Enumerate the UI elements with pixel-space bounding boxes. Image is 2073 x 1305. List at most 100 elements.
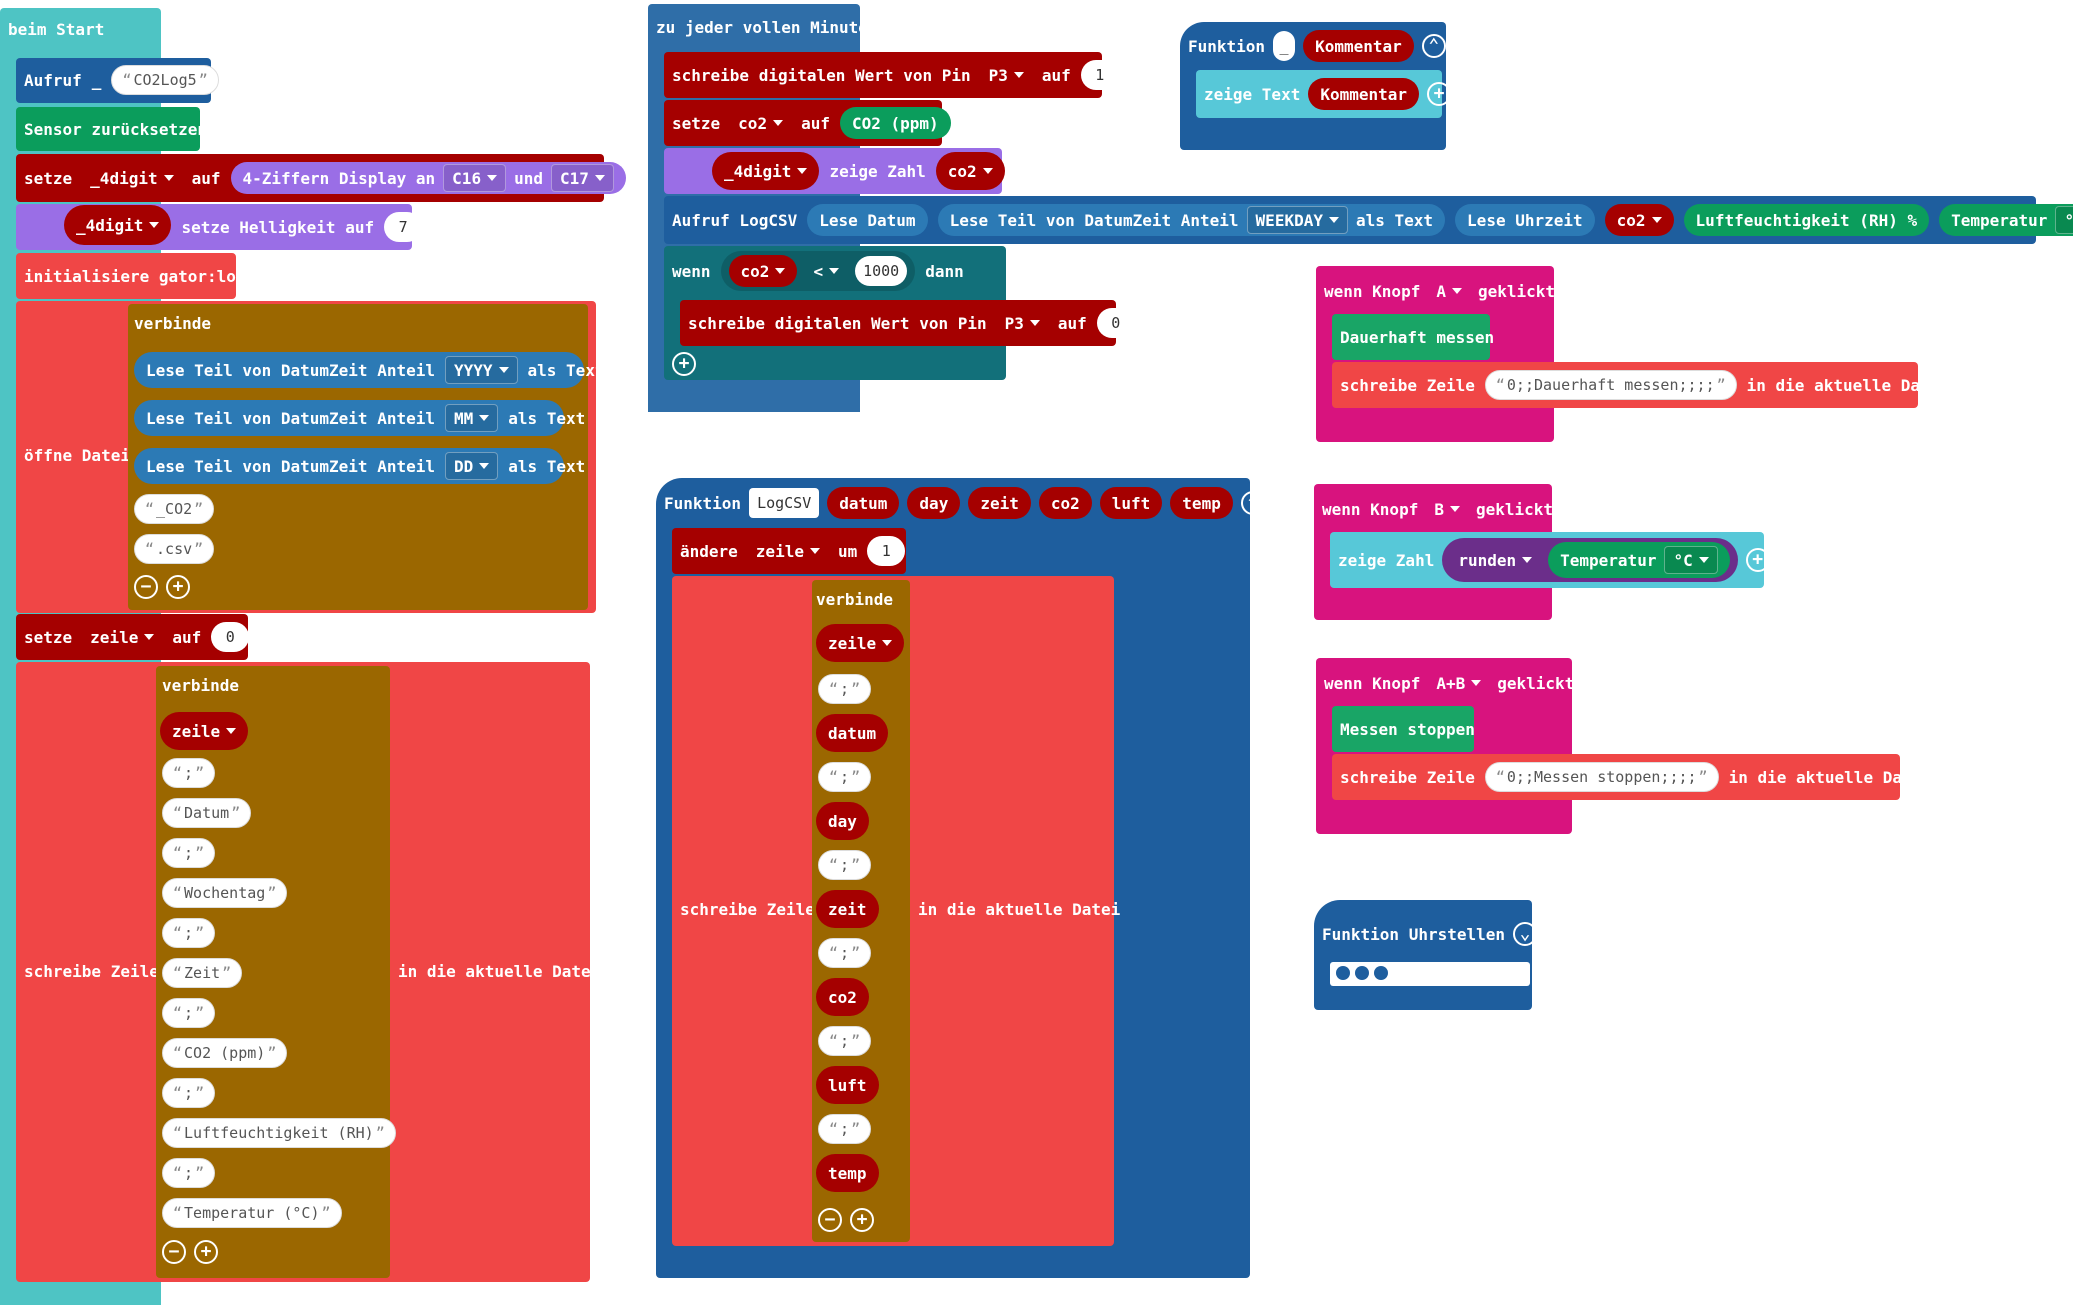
operator-dropdown[interactable]: < <box>805 257 847 285</box>
pin-dropdown[interactable]: P3 <box>981 61 1032 89</box>
show-number-var-dd[interactable]: _4digit <box>724 157 807 185</box>
pin1-dropdown[interactable]: C16 <box>443 164 507 192</box>
func-name-input[interactable]: _ <box>1273 31 1296 61</box>
string-item[interactable]: ; <box>818 1114 872 1144</box>
string-item[interactable]: ; <box>162 1158 216 1188</box>
call-value[interactable]: CO2Log5 <box>111 65 219 95</box>
collapse-down-icon[interactable]: ⌄ <box>1513 922 1538 946</box>
string-item[interactable]: ; <box>162 918 216 948</box>
humidity-reporter[interactable]: Luftfeuchtigkeit (RH) % <box>1683 204 1930 236</box>
string-item[interactable]: Temperatur (°C) <box>162 1198 342 1228</box>
datepart-weekday[interactable]: Lese Teil von DatumZeit Anteil WEEKDAY a… <box>937 204 1446 236</box>
reset-sensor-block[interactable] <box>16 107 200 151</box>
measure-block[interactable] <box>1332 314 1490 360</box>
co2-reporter[interactable]: co2 <box>1604 204 1674 236</box>
co2-var-dropdown[interactable]: co2 <box>730 109 791 137</box>
datepart-field-dropdown[interactable]: MM <box>444 404 499 432</box>
string-item[interactable]: ; <box>162 838 216 868</box>
compare-var[interactable]: co2 <box>728 255 798 287</box>
comparison-block[interactable]: co2 < 1000 <box>720 251 916 291</box>
read-time-reporter[interactable]: Lese Uhrzeit <box>1455 204 1595 236</box>
param-reporter[interactable]: temp <box>816 1154 879 1192</box>
change-var-dropdown[interactable]: zeile <box>748 537 828 565</box>
key-dropdown[interactable]: A+B <box>1428 669 1489 697</box>
minus-icon[interactable]: − <box>134 575 158 599</box>
pin-dropdown[interactable]: P3 <box>997 309 1048 337</box>
datepart-dd[interactable]: Lese Teil von DatumZeit Anteil DD als Te… <box>134 448 585 484</box>
string-item[interactable]: ; <box>818 674 872 704</box>
string-item[interactable]: Luftfeuchtigkeit (RH) <box>162 1118 396 1148</box>
func-param[interactable]: zeit <box>968 487 1031 519</box>
weekday-dropdown[interactable]: WEEKDAY <box>1246 206 1348 234</box>
write-value[interactable]: 0;;Dauerhaft messen;;;; <box>1484 370 1737 400</box>
minus-icon[interactable]: − <box>818 1208 842 1232</box>
minus-icon[interactable]: − <box>162 1240 186 1264</box>
row-var-reporter[interactable]: zeile <box>160 712 249 750</box>
pin-write-value[interactable]: 0 <box>1096 308 1135 338</box>
string-item[interactable]: ; <box>818 1026 872 1056</box>
func-clock-hat[interactable] <box>1314 900 1532 1010</box>
round-block[interactable]: runden Temperatur °C <box>1442 538 1738 582</box>
string-item[interactable]: CO2 (ppm) <box>162 1038 288 1068</box>
key-dropdown[interactable]: A <box>1428 277 1470 305</box>
show-text-value[interactable]: Kommentar <box>1308 78 1420 110</box>
plus-icon[interactable]: + <box>194 1240 218 1264</box>
show-number-var[interactable]: _4digit <box>712 152 820 190</box>
read-date-reporter[interactable]: Lese Datum <box>807 204 928 236</box>
temp-unit-dropdown[interactable]: °C <box>2055 206 2073 234</box>
string-item[interactable]: ; <box>162 998 216 1028</box>
row-value[interactable]: 0 <box>211 622 250 652</box>
datepart-field-dropdown[interactable]: DD <box>444 452 499 480</box>
temperature-reporter[interactable]: Temperatur °C <box>1548 542 1730 578</box>
brightness-var-dd[interactable]: _4digit <box>76 211 159 239</box>
ellipsis-icon[interactable] <box>1336 966 1388 980</box>
param-reporter[interactable]: co2 <box>816 978 869 1016</box>
datepart-yyyy[interactable]: Lese Teil von DatumZeit Anteil YYYY als … <box>134 352 605 388</box>
string-item[interactable]: ; <box>162 758 216 788</box>
func-param[interactable]: temp <box>1170 487 1233 519</box>
plus-icon[interactable]: + <box>1745 548 1770 572</box>
change-value[interactable]: 1 <box>867 536 906 566</box>
plus-icon[interactable]: + <box>166 575 190 599</box>
row-var-reporter[interactable]: zeile <box>816 624 905 662</box>
string-item[interactable]: ; <box>818 938 872 968</box>
temp-unit-dropdown[interactable]: °C <box>1664 546 1718 574</box>
brightness-var[interactable]: _4digit <box>64 205 172 245</box>
collapse-up-icon[interactable]: ⌃ <box>1240 491 1265 515</box>
key-dropdown[interactable]: B <box>1426 495 1468 523</box>
func-param[interactable]: day <box>907 487 961 519</box>
collapse-up-icon[interactable]: ⌃ <box>1421 34 1446 58</box>
plus-icon[interactable]: + <box>672 352 696 376</box>
func-name-input[interactable]: LogCSV <box>749 488 820 518</box>
string-item[interactable]: Wochentag <box>162 878 288 908</box>
func-param[interactable]: datum <box>827 487 900 519</box>
datepart-mm[interactable]: Lese Teil von DatumZeit Anteil MM als Te… <box>134 400 585 436</box>
co2-sensor-reporter[interactable]: CO2 (ppm) <box>839 107 951 139</box>
show-number-value-dd[interactable]: co2 <box>948 157 993 185</box>
display-block[interactable]: 4-Ziffern Display an C16 und C17 <box>230 162 626 194</box>
row-var-dropdown[interactable]: zeile <box>82 623 162 651</box>
init-gatorlog-block[interactable] <box>16 253 236 299</box>
param-reporter[interactable]: datum <box>816 714 889 752</box>
string-item[interactable]: Zeit <box>162 958 243 988</box>
param-reporter[interactable]: day <box>816 802 869 840</box>
round-dropdown[interactable]: runden <box>1450 546 1540 574</box>
func-param[interactable]: co2 <box>1038 487 1092 519</box>
string-item[interactable]: ; <box>162 1078 216 1108</box>
string-co2[interactable]: _CO2 <box>134 494 215 524</box>
datepart-field-dropdown[interactable]: YYYY <box>444 356 518 384</box>
pin2-dropdown[interactable]: C17 <box>550 164 614 192</box>
stop-block[interactable] <box>1332 706 1474 752</box>
param-reporter[interactable]: zeit <box>816 890 879 928</box>
string-item[interactable]: Datum <box>162 798 252 828</box>
show-number-value[interactable]: co2 <box>935 152 1005 190</box>
plus-icon[interactable]: + <box>1427 82 1452 106</box>
param-reporter[interactable]: luft <box>816 1066 879 1104</box>
compare-var-dd[interactable]: co2 <box>741 257 786 285</box>
string-item[interactable]: ; <box>818 850 872 880</box>
write-value[interactable]: 0;;Messen stoppen;;;; <box>1484 762 1719 792</box>
row-var-dd[interactable]: zeile <box>828 629 892 657</box>
plus-icon[interactable]: + <box>850 1208 874 1232</box>
var-dropdown-4digit[interactable]: _4digit <box>82 164 181 192</box>
compare-value[interactable]: 1000 <box>855 256 908 286</box>
